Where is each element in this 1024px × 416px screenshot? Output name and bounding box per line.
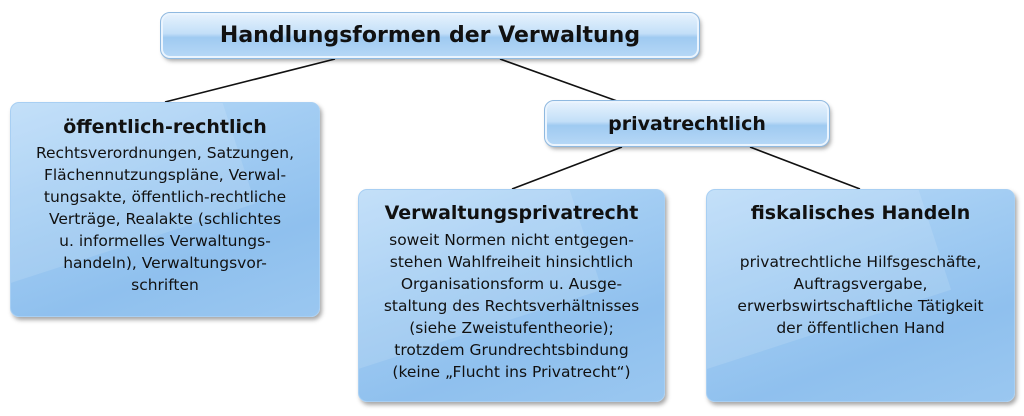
body-line: staltung des Rechtsverhältnisses <box>383 297 640 315</box>
node-public-law-title: öffentlich-rechtlich <box>63 116 267 138</box>
body-line: soweit Normen nicht entgegen- <box>389 231 634 249</box>
node-private-law: privatrechtlich <box>544 100 830 147</box>
body-line: Flächennutzungspläne, Verwal- <box>43 166 287 184</box>
node-admin-private-law: Verwaltungsprivatrecht soweit Normen nic… <box>358 189 665 402</box>
body-line: der öffentlichen Hand <box>776 319 945 337</box>
body-line: Organisationsform u. Ausge- <box>400 275 623 293</box>
connector-private-admin <box>511 146 623 190</box>
body-line: Verträge, Realakte (schlichtes <box>48 210 282 228</box>
body-line: Auftragsvergabe, <box>793 275 928 293</box>
body-line: schriften <box>131 276 199 294</box>
node-fiscal-action-title: fiskalisches Handeln <box>750 202 971 224</box>
connector-root-public <box>164 58 336 103</box>
body-line: Rechtsverordnungen, Satzungen, <box>35 144 295 162</box>
node-admin-private-law-title: Verwaltungsprivatrecht <box>384 202 639 224</box>
body-line: trotzdem Grundrechtsbindung <box>394 341 629 359</box>
body-line: stehen Wahlfreiheit hinsichtlich <box>389 253 634 271</box>
node-private-law-title: privatrechtlich <box>608 112 766 135</box>
body-line: privatrechtliche Hilfsgeschäfte, <box>739 253 982 271</box>
node-fiscal-action-body: privatrechtliche Hilfsgeschäfte, Auftrag… <box>707 251 1014 339</box>
body-line: (siehe Zweistufentheorie); <box>409 319 614 337</box>
node-public-law-body: Rechtsverordnungen, Satzungen, Flächennu… <box>11 142 319 296</box>
body-line: tungsakte, öffentlich-rechtliche <box>43 188 287 206</box>
node-fiscal-action: fiskalisches Handeln privatrechtliche Hi… <box>706 189 1015 402</box>
body-line: handeln), Verwaltungsvor- <box>63 254 267 272</box>
node-public-law: öffentlich-rechtlich Rechtsverordnungen,… <box>10 102 320 317</box>
body-line: (keine „Flucht ins Privatrecht“) <box>392 363 631 381</box>
body-line: u. informelles Verwaltungs- <box>59 232 271 250</box>
node-root-title: Handlungsformen der Verwaltung <box>219 23 641 48</box>
connector-private-fiscal <box>749 146 861 190</box>
body-line: erwerbswirtschaftliche Tätigkeit <box>737 297 984 315</box>
node-admin-private-law-body: soweit Normen nicht entgegen- stehen Wah… <box>359 229 664 383</box>
node-root: Handlungsformen der Verwaltung <box>160 12 700 59</box>
connector-root-private <box>499 58 618 102</box>
